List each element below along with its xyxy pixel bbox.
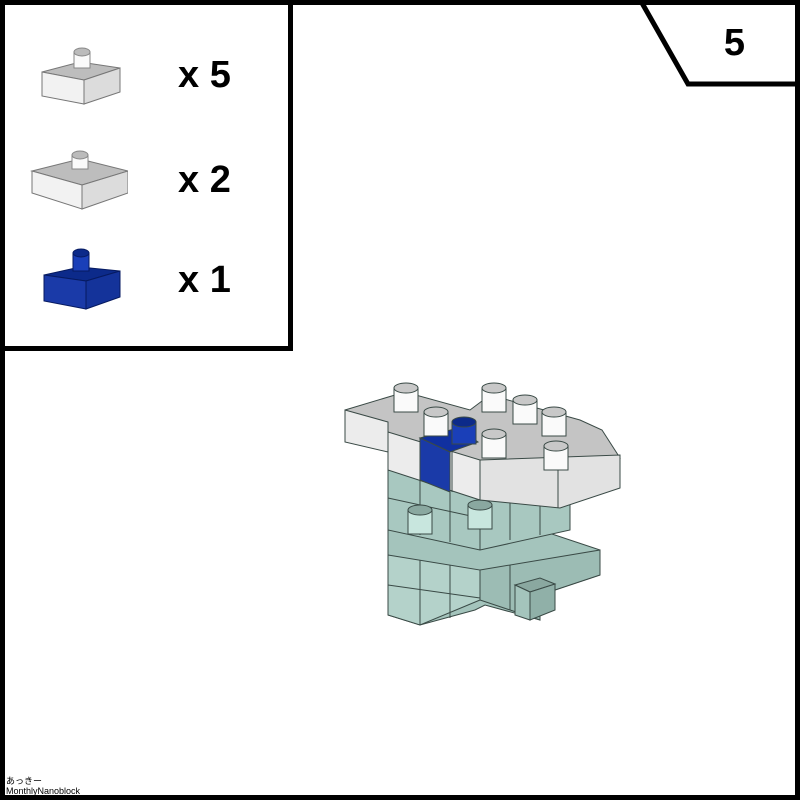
step-number: 5 — [723, 22, 745, 64]
series-name: MonthlyNanoblock — [6, 786, 81, 796]
part-row-blue-block: x 1 — [0, 235, 288, 325]
part-quantity: x 2 — [178, 159, 231, 201]
part-row-white-block: x 5 — [0, 30, 288, 120]
blue-1x2-block-icon — [43, 248, 121, 310]
author-credit: あっきー MonthlyNanoblock — [6, 776, 80, 796]
part-quantity: x 5 — [178, 54, 231, 96]
model-assembly-illustration — [344, 382, 621, 626]
parts-list-panel: x 5 x 2 x 1 — [0, 0, 293, 351]
part-row-white-plate: x 2 — [0, 135, 288, 225]
white-2x2-plate-icon — [30, 150, 128, 210]
white-1x2-block-icon — [41, 47, 121, 105]
step-number-box — [639, 1, 800, 87]
part-quantity: x 1 — [178, 259, 231, 301]
author-name: あっきー — [6, 776, 43, 786]
